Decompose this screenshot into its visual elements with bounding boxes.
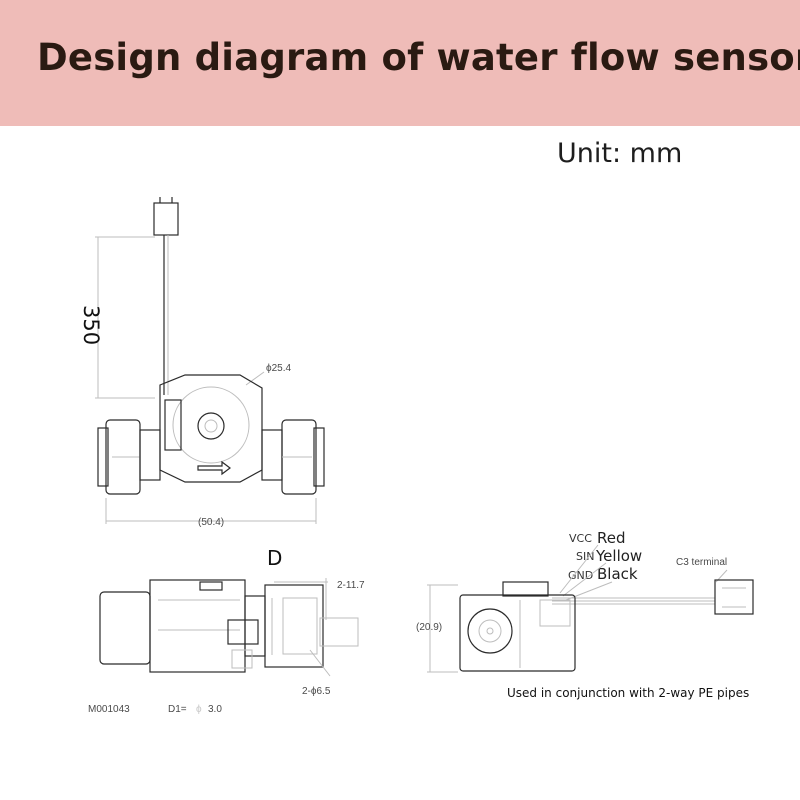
d1-label: D1= bbox=[168, 704, 187, 715]
wire-signal-gnd: GND bbox=[568, 569, 593, 582]
cable-connector bbox=[153, 202, 179, 236]
wire-color-red: Red bbox=[597, 529, 626, 547]
cable-length-label: 350 bbox=[79, 305, 103, 345]
height-label: (20.9) bbox=[416, 622, 442, 633]
wire-color-black: Black bbox=[597, 565, 638, 583]
terminal-label: C3 terminal bbox=[676, 557, 727, 568]
end-housing bbox=[459, 594, 576, 672]
side-housing bbox=[149, 579, 246, 673]
d1-value: 3.0 bbox=[208, 704, 222, 715]
usage-note: Used in conjunction with 2-way PE pipes bbox=[507, 686, 749, 700]
c3-terminal-connector bbox=[714, 579, 754, 615]
unit-label: Unit: mm bbox=[557, 138, 683, 169]
side-right-fitting bbox=[264, 584, 324, 668]
page-title: Design diagram of water flow sensor bbox=[37, 36, 800, 79]
title-banner: Design diagram of water flow sensor bbox=[0, 0, 800, 126]
width-label: (50.4) bbox=[198, 517, 224, 528]
tube-dimension-label: 2-11.7 bbox=[337, 580, 365, 591]
diameter-label: ϕ25.4 bbox=[266, 363, 292, 374]
wire-signal-vcc: VCC bbox=[569, 532, 592, 545]
cable-gland bbox=[164, 399, 182, 451]
side-view: D 2-11.7 2-ϕ6.5 M001043 D1= ϕ 3.0 bbox=[88, 546, 365, 715]
wire-signal-sin: SIN bbox=[576, 550, 594, 563]
section-label: D bbox=[267, 546, 282, 570]
wire-color-yellow: Yellow bbox=[595, 547, 642, 565]
end-view: VCC Red SIN Yellow GND Black C3 terminal… bbox=[416, 529, 754, 700]
pipe-diameter-label: 2-ϕ6.5 bbox=[302, 686, 331, 697]
impeller-chamber bbox=[172, 386, 250, 464]
side-left-fitting bbox=[99, 591, 151, 665]
end-inlet bbox=[467, 608, 513, 654]
side-pipe-stub bbox=[319, 617, 359, 647]
flow-direction-arrow bbox=[197, 460, 231, 476]
model-number: M001043 bbox=[88, 704, 130, 715]
d1-symbol: ϕ bbox=[196, 704, 202, 715]
top-view: 350 ϕ25.4 (50.4) bbox=[79, 197, 325, 528]
